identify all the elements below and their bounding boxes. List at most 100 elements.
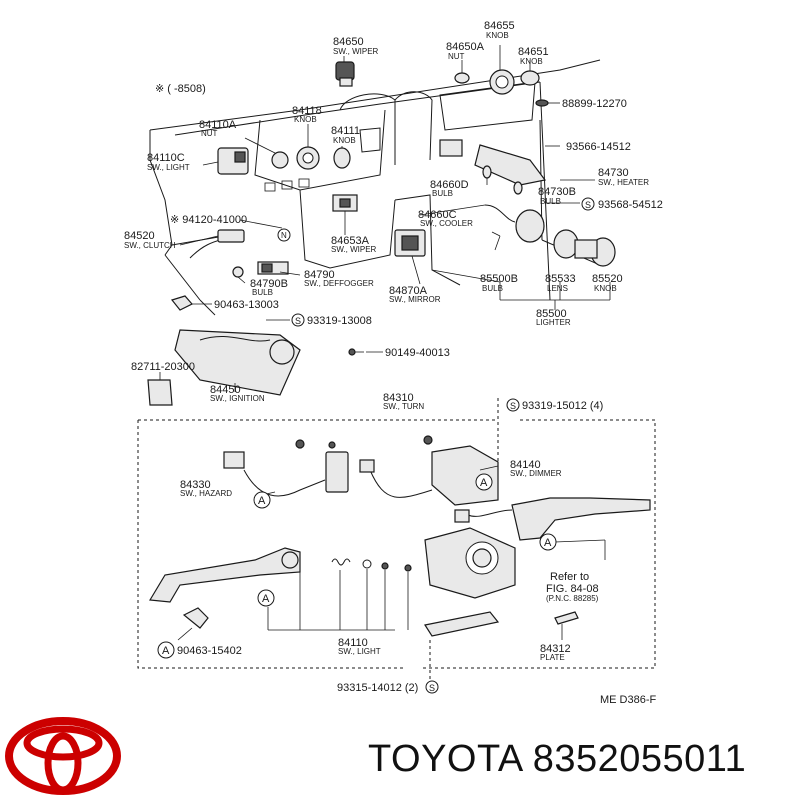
part-84110-number: 84110 [338,637,368,649]
part-84312-desc: PLATE [540,653,565,662]
part-84790-number: 84790 [304,269,335,281]
part-84650-desc: SW., WIPER [333,47,379,56]
brand-name: TOYOTA [368,738,522,780]
part-93566-number: 93566-14512 [566,141,631,153]
part-84730-desc: SW., HEATER [598,178,649,187]
part-93315-number: 93315-14012 (2) [337,682,418,694]
part-84310-number: 84310 [383,392,414,404]
dashboard-outline [149,59,601,316]
hazard-switch-icon [325,451,349,493]
part-93319b-number: 93319-15012 (4) [522,400,603,412]
s-mark: S [510,401,516,411]
part-84450-number: 84450 [210,384,241,396]
part-85520-number: 85520 [592,273,623,285]
wiper-switch-icon [335,61,355,81]
part-84110C-desc: SW., LIGHT [147,163,190,172]
part-84870A-number: 84870A [389,285,428,297]
part-84790B-desc: BULB [252,288,273,297]
light-lever-icon [148,547,301,603]
turn-switch-icon [431,445,499,506]
part-84310-desc: SW., TURN [383,402,424,411]
part-85533-desc: LENS [547,284,568,293]
part-84660D-number: 84660D [430,179,469,191]
part-88899-number: 88899-12270 [562,98,627,110]
column-cover-icon [174,329,301,396]
part-82711-number: 82711-20300 [131,361,195,373]
part-84140-desc: SW., DIMMER [510,469,562,478]
callout-markers: A A A A A [157,473,557,659]
part-84110A-number: 84110A [199,119,237,131]
lighter-icon [515,209,545,243]
part-84520-number: 84520 [124,230,155,242]
part-84660D-desc: BULB [432,189,453,198]
part-84650-number: 84650 [333,36,364,48]
part-84111-desc: KNOB [333,136,356,145]
part-85520-desc: KNOB [594,284,617,293]
part-84653A-number: 84653A [331,235,370,247]
part-84520-desc: SW., CLUTCH [124,241,176,250]
callout-a-label: A [480,477,488,489]
leader-lines [159,45,611,392]
part-90463a-number: 90463-13003 [214,299,279,311]
part-84312-number: 84312 [540,643,571,655]
callout-a-marker [253,491,271,509]
part-90149-number: 90149-40013 [385,347,450,359]
part-84111-number: 84111 [331,125,360,137]
part-labels: 84650 SW., WIPER 84655 KNOB 84650A NUT 8… [124,20,663,706]
s-mark: S [585,200,591,210]
toyota-logo-icon [5,717,121,795]
s-marks: S S S S [291,197,595,694]
part-84118-desc: KNOB [294,115,317,124]
part-85500-number: 85500 [536,308,567,320]
part-85500B-desc: BULB [482,284,503,293]
brand-caption: TOYOTA 8352055011 [368,738,746,781]
refer-to-line1: Refer to [550,571,589,583]
part-84655-number: 84655 [484,20,515,32]
part-84651-number: 84651 [518,46,549,58]
part-84730-number: 84730 [598,167,629,179]
part-84660C-desc: SW., COOLER [420,219,473,228]
part-84110A-desc: NUT [201,129,218,138]
part-84655-desc: KNOB [486,31,509,40]
part-94120-number: ※ 94120-41000 [170,214,247,226]
callout-a-label: A [262,593,270,605]
part-84650A-desc: NUT [448,52,465,61]
callout-a-label: A [258,495,266,507]
diagram-code: ME D386-F [600,694,657,706]
part-85533-number: 85533 [545,273,576,285]
part-84790-desc: SW., DEFFOGGER [304,279,374,288]
part-90463b-number: 90463-15402 [177,645,242,657]
part-84330-number: 84330 [180,479,211,491]
part-84653A-desc: SW., WIPER [331,245,377,254]
plate-icon [424,611,500,637]
upper-parts: N [170,61,616,311]
part-84118-number: 84118 [292,105,322,117]
callout-a-label: A [544,537,552,549]
svg-text:N: N [281,231,287,240]
part-84110-desc: SW., LIGHT [338,647,381,656]
ignition-parts [147,329,364,406]
part-93568-number: 93568-54512 [598,199,663,211]
top-note: ※ ( -8508) [155,83,206,95]
part-85500-desc: LIGHTER [536,318,571,327]
part-84651-desc: KNOB [520,57,543,66]
part-84660C-number: 84660C [418,209,457,221]
part-84330-desc: SW., HAZARD [180,489,232,498]
part-84140-number: 84140 [510,459,541,471]
part-84730B-desc: BULB [540,197,561,206]
s-mark: S [295,316,301,326]
s-mark: S [429,683,435,693]
part-84450-desc: SW., IGNITION [210,394,265,403]
dimmer-lever-icon [511,497,651,541]
callout-a-label: A [162,645,170,657]
refer-to-line3: (P.N.C. 88285) [546,594,599,603]
part-93319a-number: 93319-13008 [307,315,372,327]
combination-switch-group [137,398,656,690]
refer-to-line2: FIG. 84-08 [546,583,599,595]
part-number: 8352055011 [532,738,747,780]
part-84110C-number: 84110C [147,152,185,164]
part-85500B-number: 85500B [480,273,518,285]
part-84730B-number: 84730B [538,186,576,198]
